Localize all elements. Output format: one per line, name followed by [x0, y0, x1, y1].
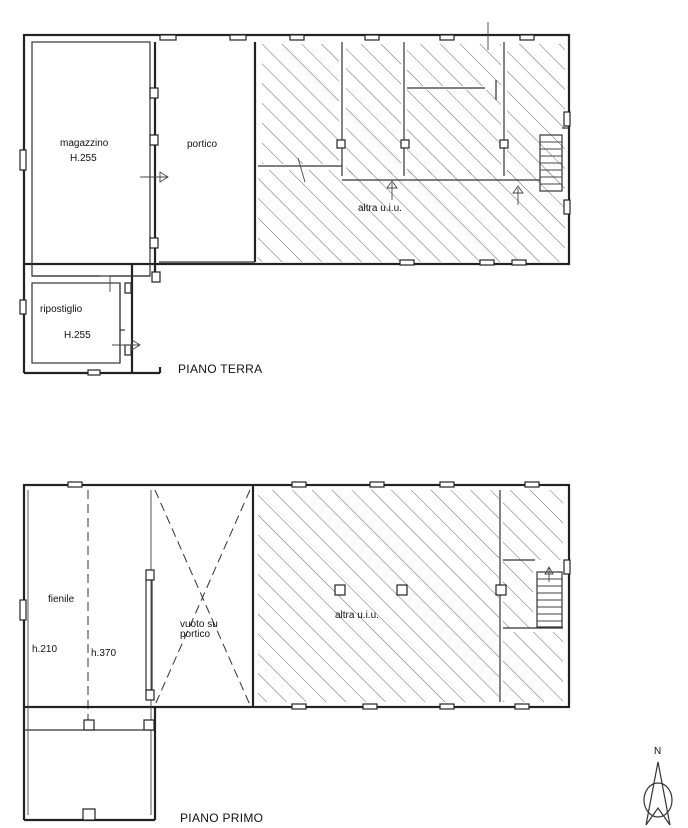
room-label-portico: portico [187, 139, 217, 150]
room-label-void-line2: portico [180, 629, 210, 640]
room-label-ripostiglio: ripostiglio [40, 304, 83, 315]
ground-hatched-unit [258, 44, 565, 262]
north-compass-circle [643, 782, 673, 818]
first-walls [19, 481, 571, 822]
ground-floor-plan: magazzino H.255 portico altra u.i.u. rip… [19, 22, 571, 376]
height-label-ripostiglio: H.255 [64, 330, 91, 341]
room-label-magazzino: magazzino [60, 138, 109, 149]
first-hatched-unit [258, 490, 563, 702]
height-label-left: h.210 [32, 644, 57, 655]
north-arrow: N [643, 746, 673, 826]
first-floor-plan: fienile h.210 h.370 vuoto su portico alt… [19, 481, 571, 825]
first-stairs [536, 566, 563, 628]
room-label-void-line1: vuoto su [180, 619, 218, 630]
first-pillars [19, 481, 571, 821]
ground-walls [19, 22, 571, 376]
room-label-altra-uiu-ground: altra u.i.u. [358, 203, 402, 214]
height-label-magazzino: H.255 [70, 153, 97, 164]
ground-stairs [539, 127, 570, 192]
plan-title-piano-primo: PIANO PRIMO [180, 811, 263, 825]
void-diagonal-2 [154, 489, 251, 706]
room-label-fienile: fienile [48, 594, 75, 605]
north-label: N [654, 746, 661, 757]
room-label-altra-uiu-first: altra u.i.u. [335, 610, 379, 621]
plan-title-piano-terra: PIANO TERRA [178, 362, 262, 376]
height-label-right: h.370 [91, 648, 116, 659]
north-arrow-icon [645, 761, 671, 826]
ground-pillars [19, 34, 571, 376]
ground-entrance-arrows [112, 171, 524, 351]
